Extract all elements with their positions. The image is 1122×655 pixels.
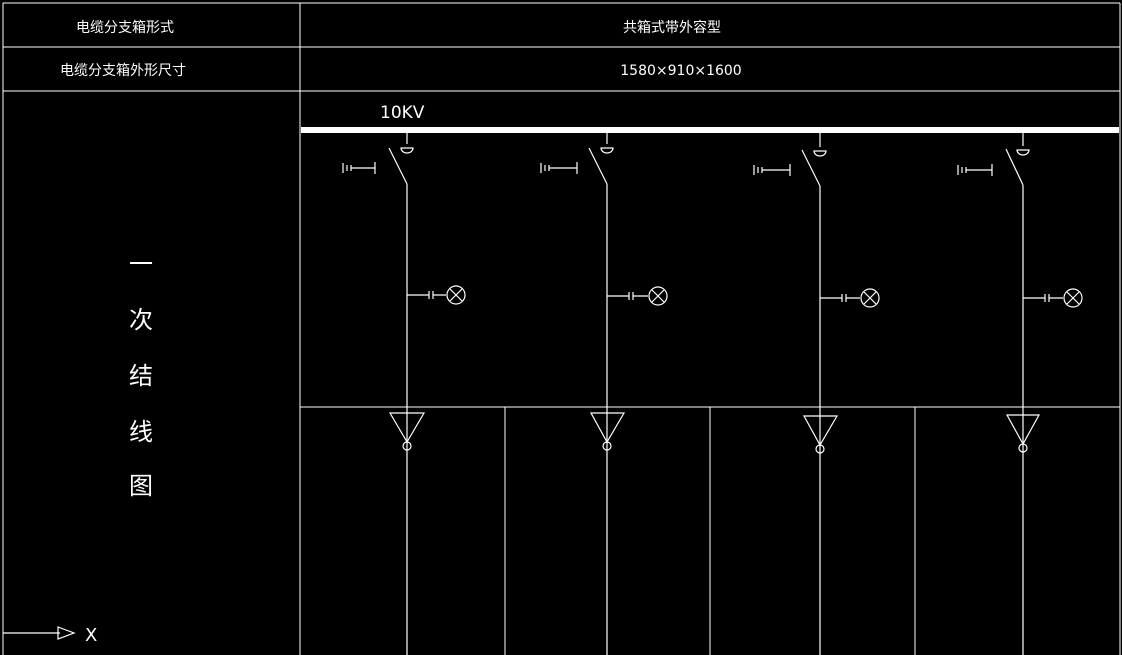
label-box-type: 电缆分支箱形式 xyxy=(76,20,174,36)
lower-section-dividers xyxy=(504,407,916,655)
cable-terminal-triangle xyxy=(589,412,626,444)
earthing-symbol xyxy=(400,147,414,154)
busbar-label: 10KV xyxy=(380,103,425,123)
load-break-switch-blade xyxy=(801,149,821,187)
vertical-title-char: 图 xyxy=(129,472,153,500)
switch-operating-handle xyxy=(957,164,993,176)
cable-terminal-triangle xyxy=(388,412,426,444)
indicator-capacitor xyxy=(1044,294,1063,302)
cable-terminal-dot xyxy=(602,441,612,451)
switch-operating-handle xyxy=(540,162,578,174)
cable-terminal-dot xyxy=(402,441,412,451)
indicator-lamp-cross xyxy=(651,289,665,303)
feeder-4 xyxy=(957,133,1083,655)
feeder-2 xyxy=(540,133,668,655)
switch-operating-handle xyxy=(753,164,791,176)
earthing-symbol xyxy=(813,150,827,157)
indicator-lamp-icon xyxy=(1063,288,1083,308)
indicator-capacitor xyxy=(841,294,860,302)
earthing-symbol xyxy=(1016,149,1030,156)
ucs-icon xyxy=(3,626,76,640)
vertical-title-char: 一 xyxy=(129,250,153,278)
cable-terminal-dot xyxy=(815,444,825,454)
cable-terminal-triangle xyxy=(802,415,839,447)
vertical-title-char: 线 xyxy=(129,418,153,446)
value-box-type: 共箱式带外容型 xyxy=(623,19,721,36)
ucs-x-label: X xyxy=(85,625,97,646)
label-box-dimensions: 电缆分支箱外形尺寸 xyxy=(60,63,186,79)
indicator-lamp-cross xyxy=(1066,291,1080,305)
earthing-symbol xyxy=(600,147,614,154)
indicator-lamp-cross xyxy=(863,291,877,305)
vertical-title-char: 次 xyxy=(129,306,153,334)
vertical-title-char: 结 xyxy=(129,362,153,390)
cable-terminal-dot xyxy=(1018,443,1028,453)
indicator-lamp-cross xyxy=(449,288,463,302)
busbar xyxy=(301,127,1119,133)
ucs-arrow-icon xyxy=(57,626,76,640)
indicator-capacitor xyxy=(628,292,648,300)
load-break-switch-blade xyxy=(588,147,608,185)
cable-terminal-triangle xyxy=(1005,414,1041,446)
value-box-dimensions: 1580×910×1600 xyxy=(620,63,741,79)
feeder-3 xyxy=(753,133,880,655)
indicator-lamp-icon xyxy=(648,286,668,306)
load-break-switch-blade xyxy=(388,147,408,185)
indicator-capacitor xyxy=(428,291,446,299)
vertical-title: 一 次 结 线 图 xyxy=(129,250,153,500)
load-break-switch-blade xyxy=(1005,148,1024,186)
indicator-lamp-icon xyxy=(446,285,466,305)
switch-operating-handle xyxy=(342,162,376,174)
feeder-1 xyxy=(342,133,466,655)
indicator-lamp-icon xyxy=(860,288,880,308)
